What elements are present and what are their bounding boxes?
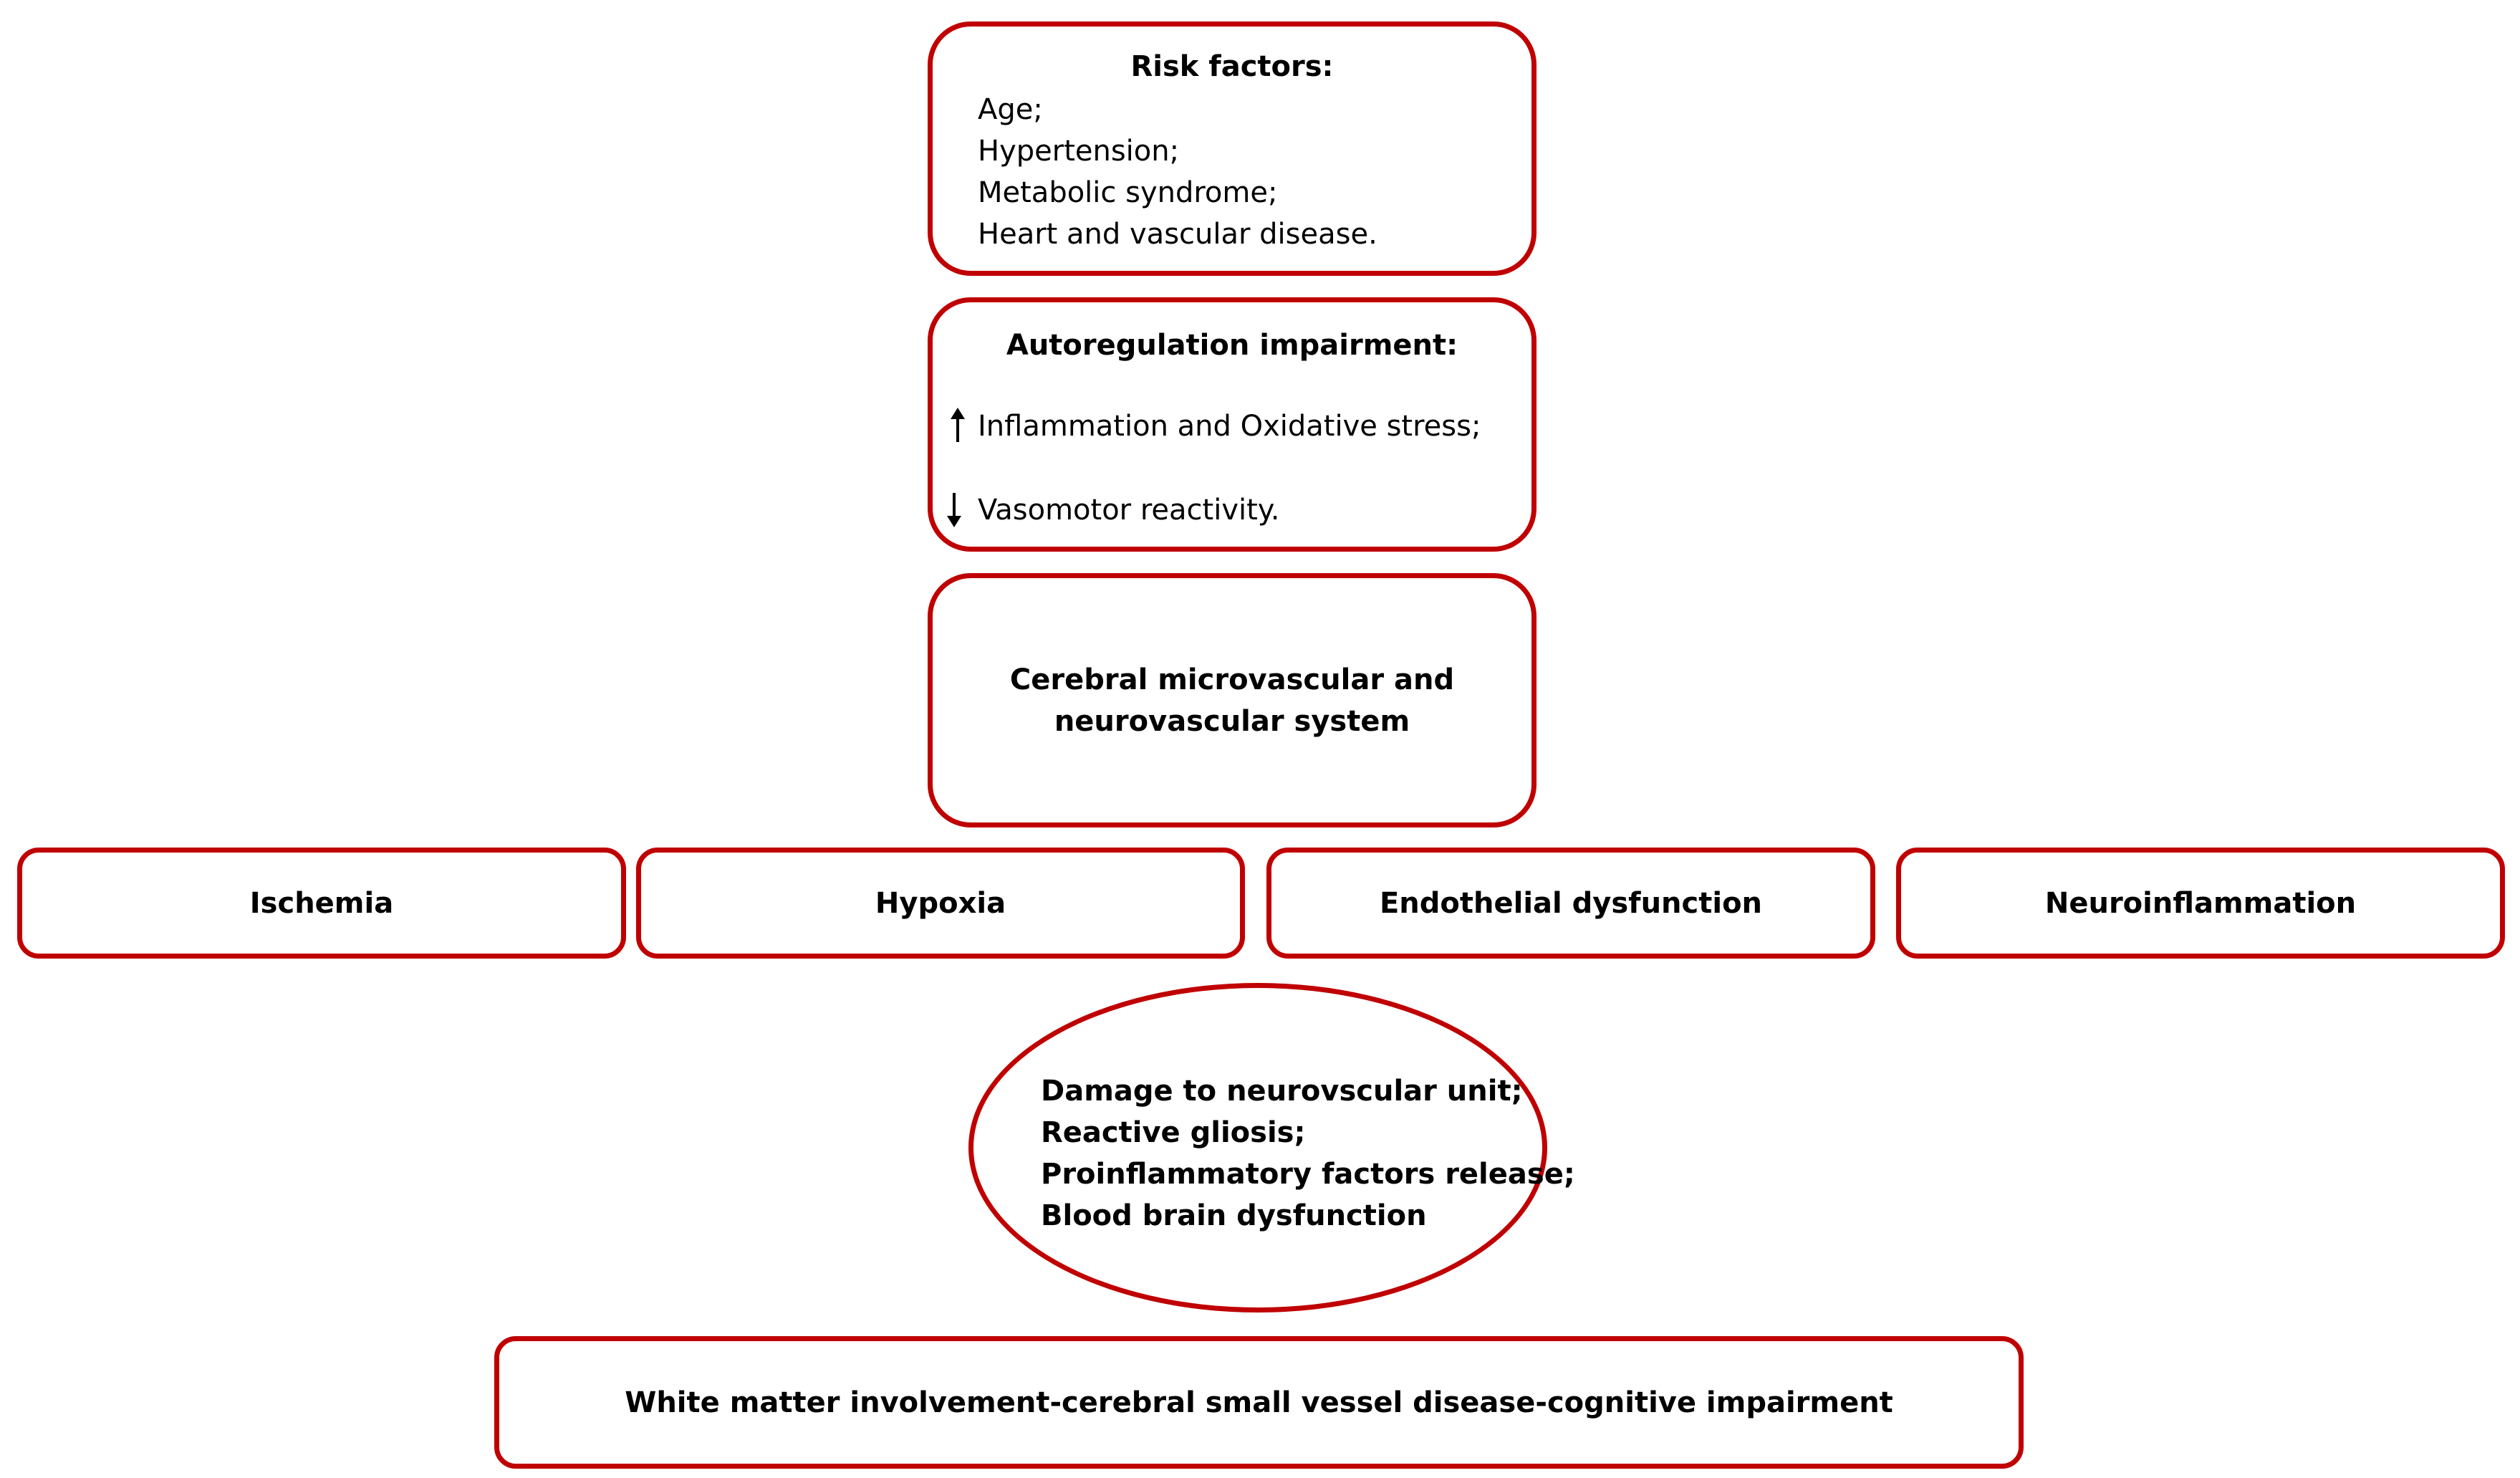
risk-factors-title: Risk factors:: [1130, 50, 1334, 83]
risk-factor-item: Age;: [978, 93, 1043, 126]
damage-item: Blood brain dysfunction: [1041, 1199, 1427, 1232]
cerebral-system-box: Cerebral microvascular and neurovascular…: [928, 573, 1536, 827]
autoregulation-box: Autoregulation impairment: Inflammation …: [928, 297, 1536, 552]
mechanism-label: Hypoxia: [875, 886, 1006, 920]
autoregulation-item-vasomotor: Vasomotor reactivity.: [978, 494, 1280, 527]
risk-factor-item: Heart and vascular disease.: [978, 218, 1377, 251]
damage-item: Proinflammatory factors release;: [1041, 1158, 1575, 1191]
outcome-label: White matter involvement-cerebral small …: [625, 1386, 1893, 1419]
mechanism-label: Neuroinflammation: [2044, 886, 2357, 920]
damage-item: Damage to neurovscular unit;: [1041, 1075, 1523, 1108]
cerebral-system-line2: neurovascular system: [1054, 704, 1410, 738]
mechanism-label: Endothelial dysfunction: [1379, 886, 1763, 920]
mechanism-box-neuroinflammation: Neuroinflammation: [1896, 848, 2505, 959]
cerebral-system-line1: Cerebral microvascular and: [1009, 663, 1455, 696]
autoregulation-title: Autoregulation impairment:: [1006, 329, 1458, 362]
outcome-box: White matter involvement-cerebral small …: [494, 1336, 2024, 1469]
down-arrow-icon: [947, 493, 961, 527]
mechanism-box-endothelial: Endothelial dysfunction: [1266, 848, 1875, 959]
risk-factor-item: Hypertension;: [978, 135, 1180, 168]
damage-item: Reactive gliosis;: [1041, 1116, 1306, 1149]
up-arrow-icon: [951, 408, 965, 442]
mechanism-box-ischemia: Ischemia: [17, 848, 626, 959]
mechanism-label: Ischemia: [249, 886, 394, 920]
autoregulation-item-inflammation: Inflammation and Oxidative stress;: [978, 410, 1481, 443]
risk-factors-box: Risk factors: Age; Hypertension; Metabol…: [928, 21, 1536, 276]
risk-factor-item: Metabolic syndrome;: [978, 176, 1278, 209]
damage-ellipse: Damage to neurovscular unit; Reactive gl…: [968, 983, 1575, 1313]
mechanism-box-hypoxia: Hypoxia: [636, 848, 1245, 959]
